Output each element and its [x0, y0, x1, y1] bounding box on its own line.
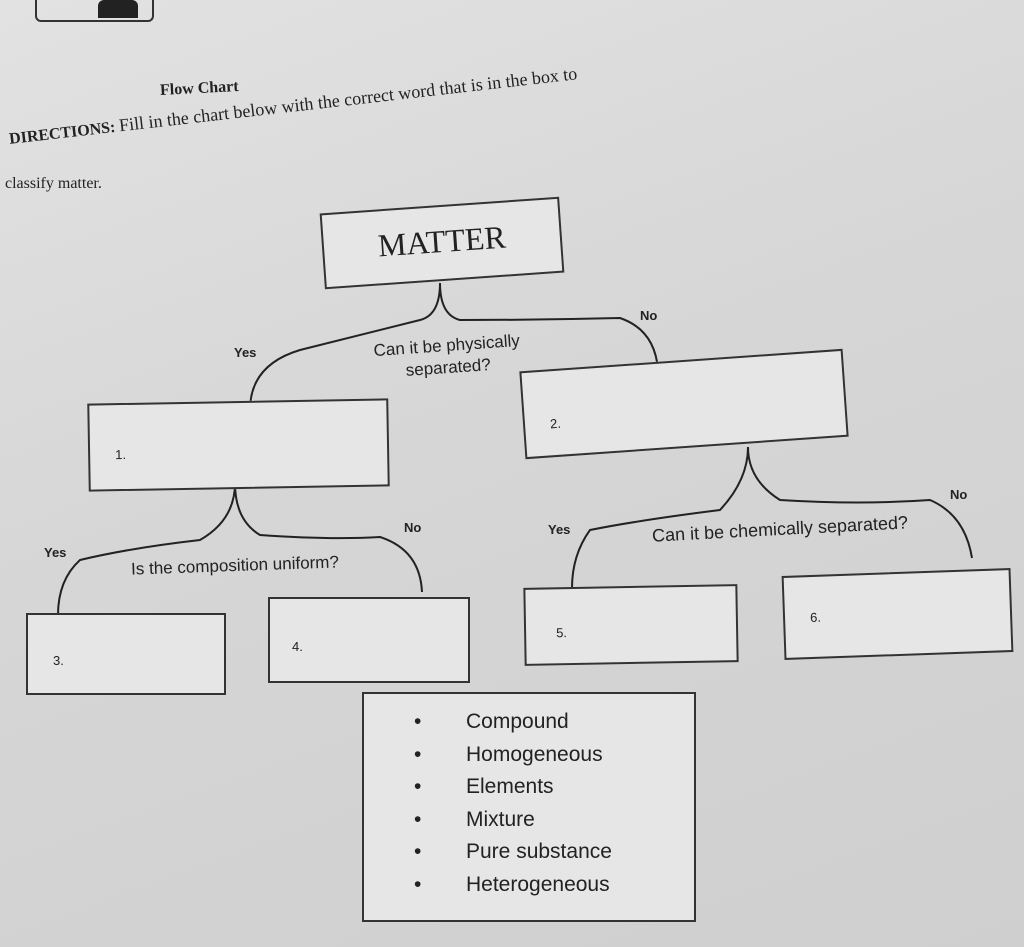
- word-bank-item: Mixture: [414, 804, 694, 837]
- answer-box-1[interactable]: 1.: [87, 398, 390, 492]
- answer-box-4[interactable]: 4.: [268, 597, 470, 683]
- q2-yes-label: Yes: [44, 545, 67, 560]
- word-bank-item: Pure substance: [414, 836, 694, 869]
- word-bank: Compound Homogeneous Elements Mixture Pu…: [362, 692, 696, 922]
- matter-label: MATTER: [376, 218, 507, 264]
- box-4-number: 4.: [292, 639, 303, 654]
- dark-shape: [98, 0, 138, 18]
- word-bank-item: Heterogeneous: [414, 869, 694, 902]
- answer-box-6[interactable]: 6.: [781, 568, 1014, 660]
- box-5-number: 5.: [555, 625, 568, 641]
- answer-box-3[interactable]: 3.: [26, 613, 226, 695]
- connector-no-2: [234, 482, 423, 593]
- box-6-number: 6.: [809, 609, 822, 626]
- answer-box-5[interactable]: 5.: [523, 584, 739, 666]
- box-3-number: 3.: [53, 653, 64, 668]
- box-2-number: 2.: [549, 415, 562, 432]
- connector-no-3: [747, 446, 973, 559]
- connector-no-1: [439, 282, 659, 371]
- word-bank-item: Compound: [414, 706, 694, 739]
- connector-yes-1: [249, 282, 441, 411]
- q3-yes-label: Yes: [548, 522, 571, 537]
- word-bank-item: Elements: [414, 771, 694, 804]
- connector-yes-2: [57, 482, 236, 616]
- q3-no-label: No: [950, 487, 968, 502]
- q1-yes-label: Yes: [234, 345, 257, 360]
- top-frame: [35, 0, 154, 22]
- box-1-number: 1.: [115, 446, 127, 463]
- directions-text-2: classify matter.: [5, 175, 102, 192]
- q1-no-label: No: [640, 308, 658, 323]
- word-bank-item: Homogeneous: [414, 739, 694, 772]
- connector-yes-3: [571, 446, 749, 589]
- q2-no-label: No: [404, 520, 422, 535]
